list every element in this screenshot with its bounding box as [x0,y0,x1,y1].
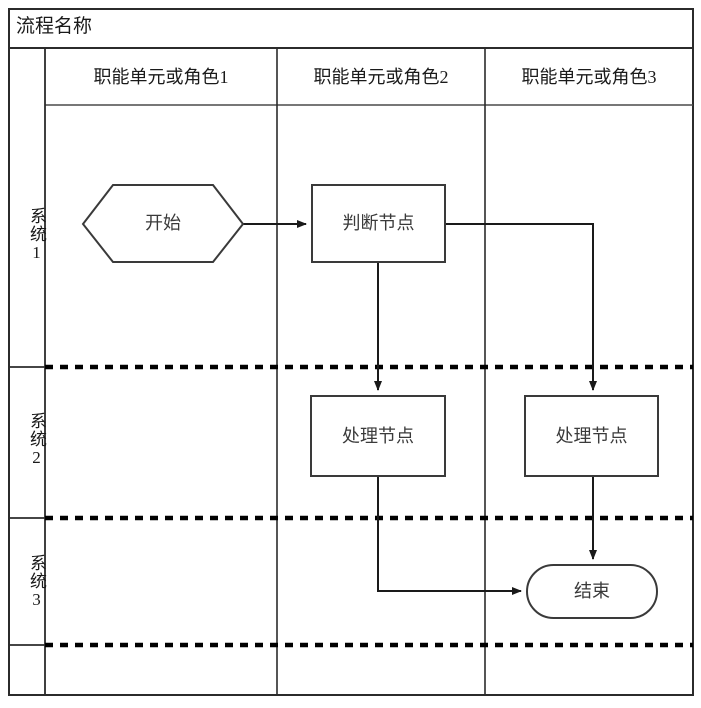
node-decision-label: 判断节点 [342,213,415,233]
lane-header-role-3: 职能单元或角色3 [521,67,657,87]
node-process-right-label: 处理节点 [555,426,628,446]
lane-row-label-system-3: 系统3 [27,554,46,610]
lane-row-label-system-2: 系统2 [27,412,46,468]
edge-process-left-to-end [377,476,522,595]
node-process-left-label: 处理节点 [342,426,414,446]
lane-header-role-2: 职能单元或角色2 [313,67,449,87]
node-end-shape[interactable] [526,564,658,619]
lane-header-role-1: 职能单元或角色1 [93,67,229,87]
node-decision-shape[interactable] [311,184,446,263]
node-process-left-shape[interactable] [310,395,446,477]
page-title: 流程名称 [16,16,93,37]
lane-row-label-system-1: 系统1 [27,207,46,263]
node-end-label: 结束 [574,581,610,601]
edge-decision-to-process-right [445,223,597,391]
node-start-label: 开始 [145,213,181,233]
node-process-right-shape[interactable] [524,395,659,477]
node-start-shape[interactable] [81,184,245,263]
